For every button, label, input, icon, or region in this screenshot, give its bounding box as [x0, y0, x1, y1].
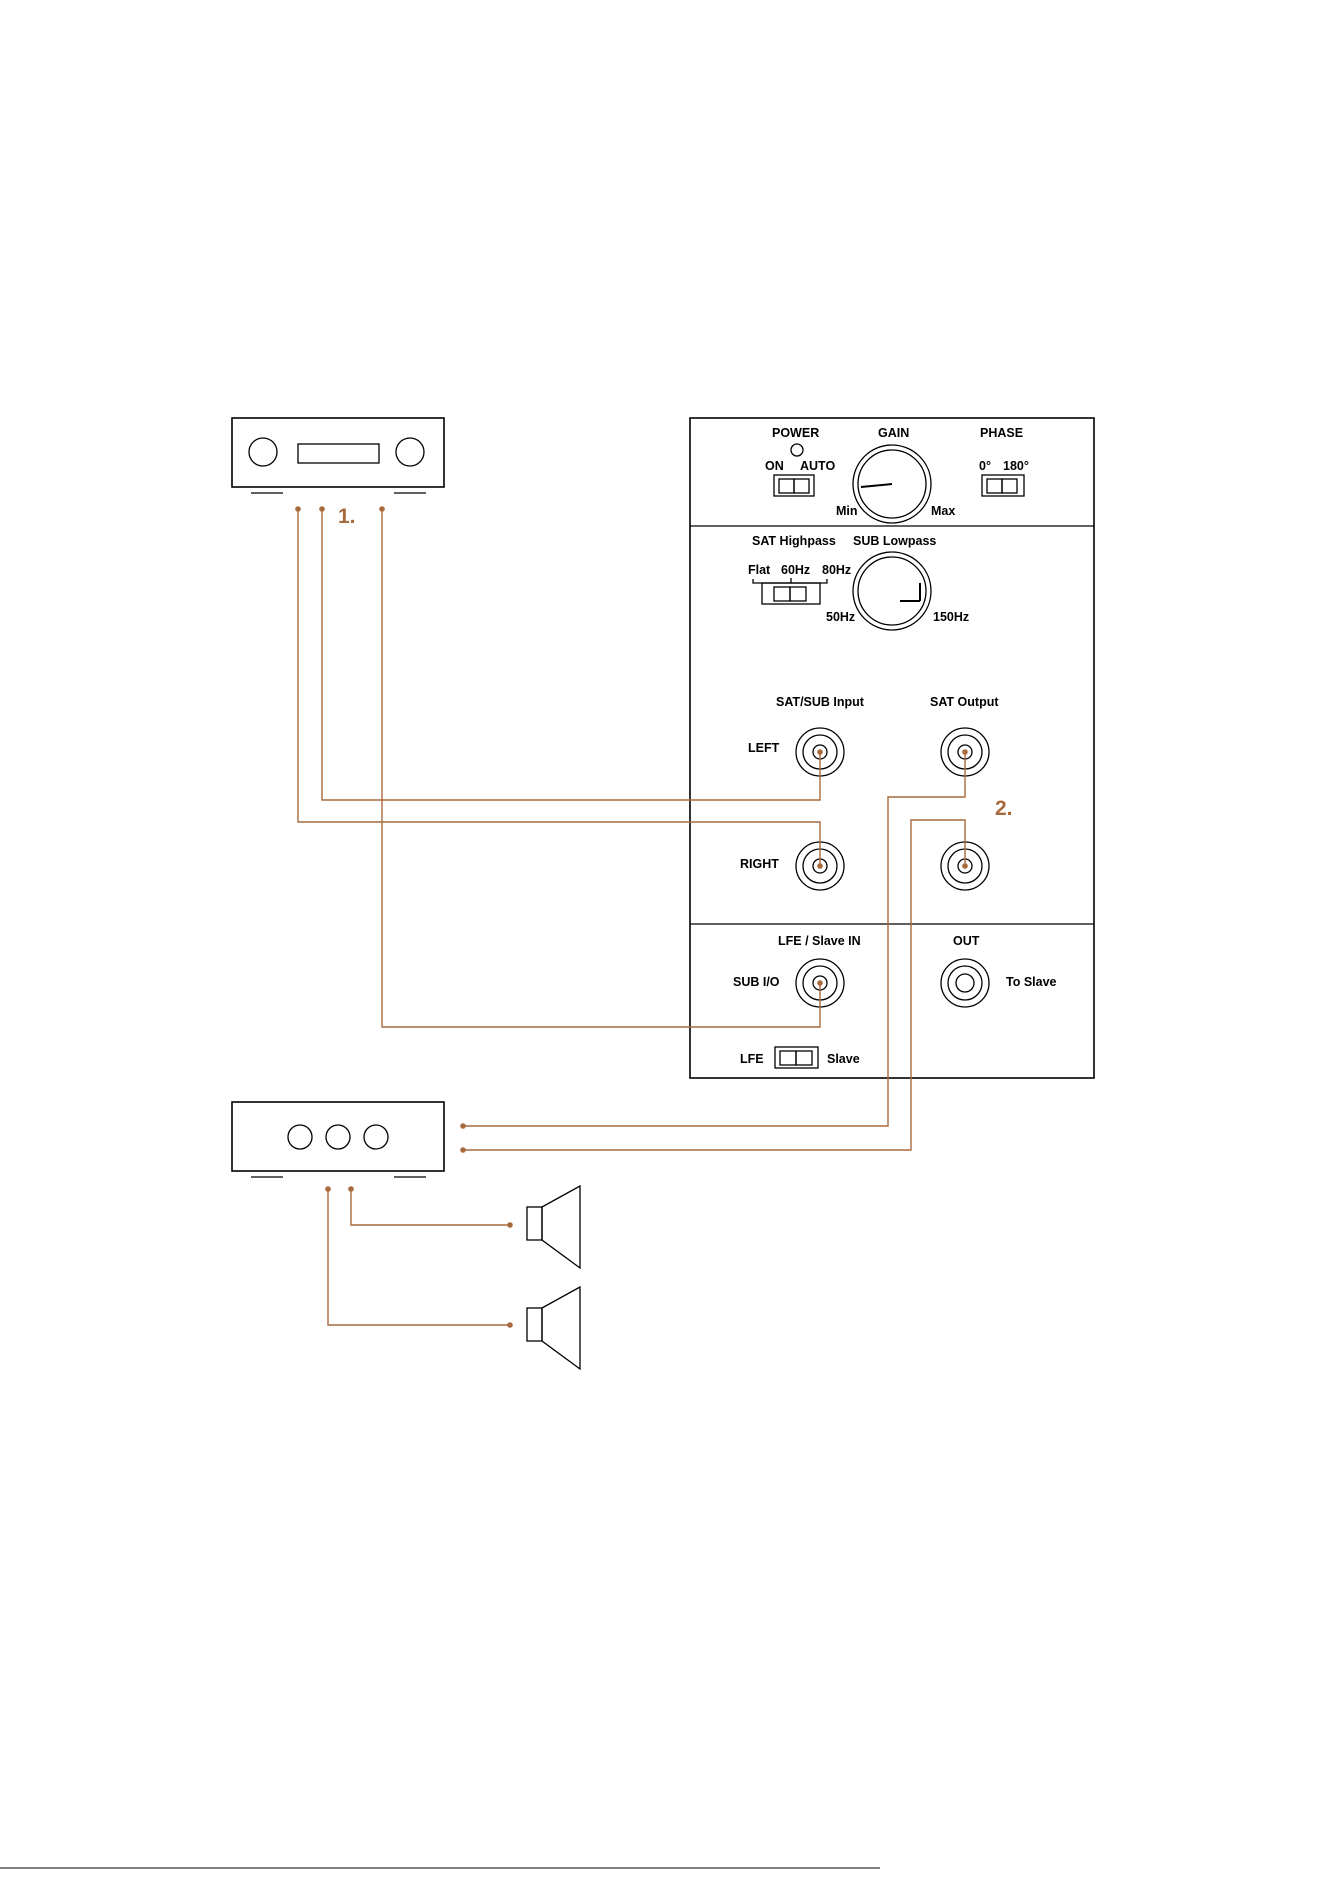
gain-label: GAIN: [878, 426, 909, 440]
speaker-1: [527, 1186, 580, 1268]
lfe-mode-label: LFE: [740, 1052, 764, 1066]
step-2-label: 2.: [995, 797, 1013, 820]
power-label: POWER: [772, 426, 819, 440]
to-slave-label: To Slave: [1006, 975, 1057, 989]
gain-max-label: Max: [931, 504, 955, 518]
terminal-dot: [962, 749, 968, 755]
sub-io-label: SUB I/O: [733, 975, 780, 989]
sat-highpass-label: SAT Highpass: [752, 534, 836, 548]
phase-label: PHASE: [980, 426, 1023, 440]
terminal-dot: [460, 1123, 466, 1129]
hp-flat-label: Flat: [748, 563, 771, 577]
sat-sub-input-label: SAT/SUB Input: [776, 695, 865, 709]
satellite-amplifier: [232, 1102, 444, 1177]
slave-mode-label: Slave: [827, 1052, 860, 1066]
sat-amp-body: [232, 1102, 444, 1171]
sat-output-label: SAT Output: [930, 695, 999, 709]
sub-lowpass-label: SUB Lowpass: [853, 534, 936, 548]
right-label: RIGHT: [740, 857, 779, 871]
terminal-dot: [460, 1147, 466, 1153]
out-label: OUT: [953, 934, 980, 948]
speaker-2: [527, 1287, 580, 1369]
lfe-slave-in-label: LFE / Slave IN: [778, 934, 861, 948]
power-auto-label: AUTO: [800, 459, 835, 473]
terminal-dot: [295, 506, 301, 512]
power-on-label: ON: [765, 459, 784, 473]
lp-50hz-label: 50Hz: [826, 610, 855, 624]
wire-speaker-2: [328, 1189, 510, 1325]
wire-speaker-1: [351, 1189, 510, 1225]
left-label: LEFT: [748, 741, 780, 755]
terminal-dot: [507, 1222, 513, 1228]
terminal-dot: [319, 506, 325, 512]
terminal-dot: [962, 863, 968, 869]
source-amplifier: [232, 418, 444, 493]
gain-min-label: Min: [836, 504, 858, 518]
terminal-dot: [325, 1186, 331, 1192]
terminal-dot: [379, 506, 385, 512]
lp-150hz-label: 150Hz: [933, 610, 969, 624]
terminal-dot: [817, 863, 823, 869]
phase-0-label: 0°: [979, 459, 991, 473]
phase-180-label: 180°: [1003, 459, 1029, 473]
terminal-dot: [817, 980, 823, 986]
terminal-dot: [348, 1186, 354, 1192]
source-amplifier-body: [232, 418, 444, 487]
hp-80hz-label: 80Hz: [822, 563, 851, 577]
subwoofer-panel: POWER ON AUTO GAIN Min Max PHASE 0° 180°…: [690, 418, 1094, 1078]
step-1-label: 1.: [338, 505, 356, 528]
terminal-dot: [507, 1322, 513, 1328]
hp-60hz-label: 60Hz: [781, 563, 810, 577]
terminal-dot: [817, 749, 823, 755]
